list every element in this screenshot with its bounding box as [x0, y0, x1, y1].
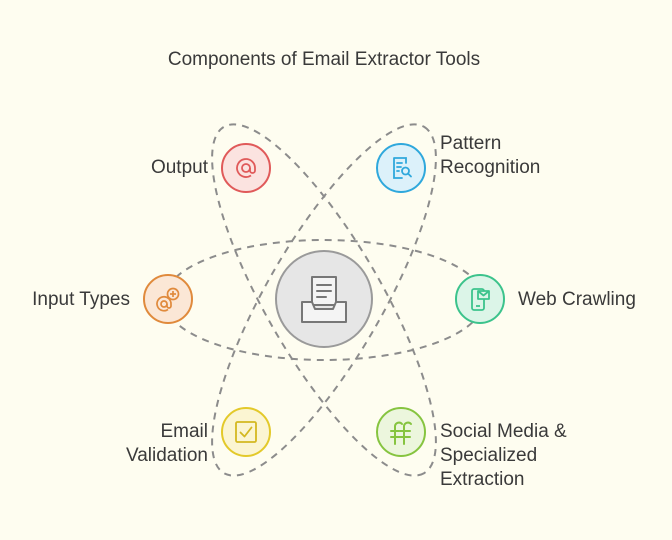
diagram-title: Components of Email Extractor Tools [167, 49, 481, 70]
label-input-types: Input Types [32, 289, 130, 310]
center-node [275, 250, 373, 348]
at-sign-icon [236, 158, 256, 178]
checkbox-icon [235, 421, 257, 443]
label-social-media: Social Media & Specialized Extraction [440, 420, 660, 492]
node-output [221, 143, 271, 193]
at-plus-icon [156, 287, 180, 312]
label-pattern-recognition-line1: Pattern [440, 133, 502, 154]
orbit-diagonal-a [211, 123, 437, 477]
node-input-types [143, 274, 193, 324]
orbit-diagonal-b [211, 123, 437, 477]
social-ff-icon [390, 421, 412, 445]
label-email-validation-line2: Validation [125, 445, 208, 466]
inbox-tray-icon [301, 276, 347, 323]
node-social-media [376, 407, 426, 457]
label-social-media-line1: Social Media & [440, 421, 567, 442]
label-pattern-recognition-line2: Recognition [440, 157, 541, 178]
mobile-mail-icon [471, 288, 490, 311]
label-pattern-recognition: Pattern Recognition [440, 132, 640, 180]
label-email-validation-line1: Email [160, 421, 208, 442]
label-web-crawling: Web Crawling [518, 289, 636, 310]
document-search-icon [393, 157, 412, 179]
node-web-crawling [455, 274, 505, 324]
label-social-media-line3: Extraction [440, 469, 525, 490]
node-email-validation [221, 407, 271, 457]
label-output: Output [150, 157, 208, 178]
label-email-validation: Email Validation [88, 420, 208, 468]
node-pattern-recognition [376, 143, 426, 193]
label-social-media-line2: Specialized [440, 445, 538, 466]
